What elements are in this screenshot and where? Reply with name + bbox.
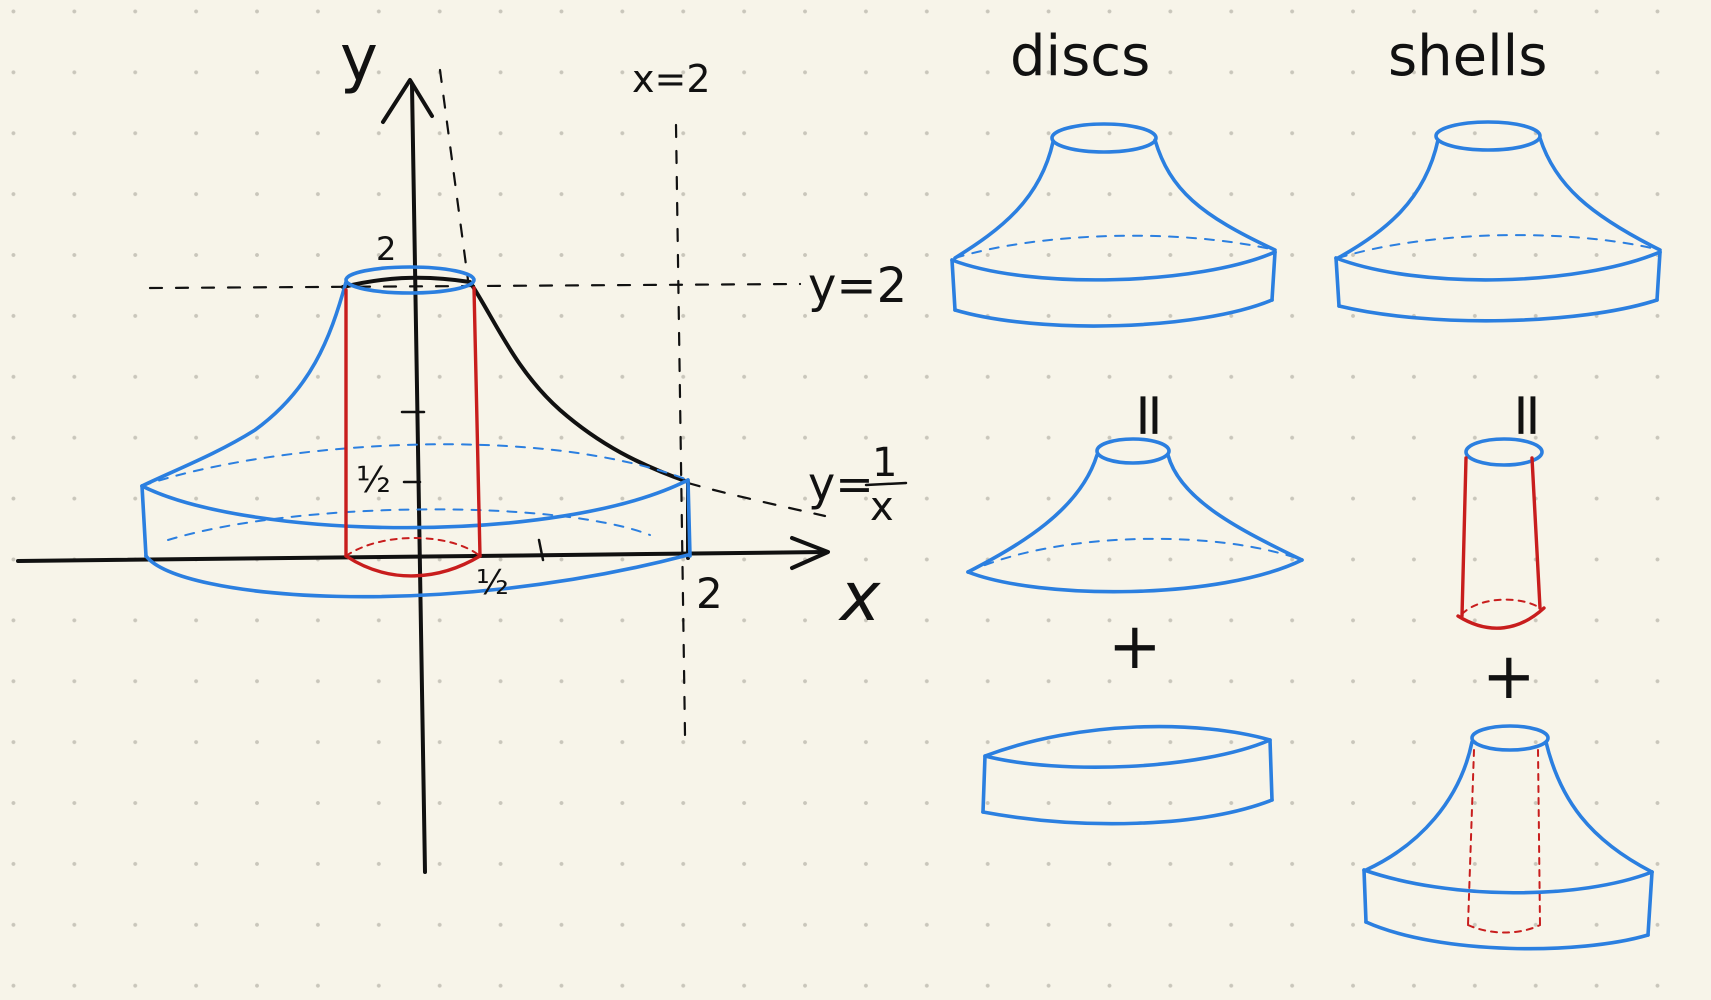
top-cap	[344, 265, 476, 295]
rim-back	[141, 443, 689, 487]
rim-right-side	[686, 478, 692, 558]
solid-of-revolution	[140, 265, 692, 599]
shells-hollow-inner-left	[1467, 749, 1475, 926]
shells-column: shells = +	[1334, 24, 1662, 951]
discs-cone-left-flare	[966, 453, 1099, 574]
discs-full-rim-back	[954, 234, 1276, 259]
left-flare	[140, 280, 348, 488]
y-axis-arrowhead	[381, 78, 434, 124]
shells-hollow-left-flare	[1364, 740, 1474, 872]
shells-hollow-left-side	[1362, 868, 1368, 924]
rim-inner-dashed	[167, 508, 651, 541]
shells-cylinder-right-edge	[1530, 456, 1542, 610]
tick-y2-label: 2	[376, 230, 396, 268]
curve-label-prefix: y=	[808, 457, 874, 511]
line-y2-dashed	[148, 282, 802, 290]
discs-full-left-flare	[953, 140, 1055, 260]
discs-cone-rim-back	[967, 537, 1303, 573]
shells-full-top-cap	[1434, 120, 1542, 152]
discs-cone-top-cap	[1095, 437, 1171, 465]
shells-cylinder-bottom-front	[1456, 606, 1546, 630]
cylinder-bottom-back	[345, 537, 481, 557]
x-axis-label: x	[838, 558, 881, 637]
shells-full-right-flare	[1538, 136, 1662, 252]
curve-one-over-x	[341, 275, 690, 560]
curve-label-denominator: x	[870, 484, 894, 530]
tick-x-1	[537, 538, 545, 562]
discs-full-right-side	[1270, 250, 1277, 302]
discs-flat-bottom	[981, 798, 1274, 826]
y-axis-line	[410, 83, 427, 874]
coordinate-graph: y x x=2 y=2 y= 1 x 2 ½ ½ 2	[16, 22, 908, 874]
discs-full-left-side	[950, 258, 957, 312]
shells-hollow-top-cap	[1470, 724, 1550, 752]
rim-bottom	[144, 553, 690, 599]
discs-full-bottom	[953, 298, 1274, 328]
shells-full-left-flare	[1336, 138, 1440, 260]
tick-y-half-label: ½	[356, 460, 391, 501]
discs-full-solid	[950, 122, 1277, 328]
discs-flat-disc	[981, 724, 1274, 826]
shells-full-rim-top	[1334, 250, 1662, 282]
discs-plus-sign: +	[1108, 610, 1162, 684]
curve-label-fraction-bar	[864, 481, 908, 487]
line-x2-dashed	[674, 123, 687, 737]
shells-hollow-bottom	[1364, 920, 1650, 951]
shells-hollow-right-flare	[1544, 740, 1654, 874]
discs-flat-left-side	[981, 754, 987, 814]
rim-top	[140, 478, 690, 530]
discs-heading: discs	[1010, 24, 1150, 89]
line-y2-label: y=2	[808, 258, 907, 314]
discs-column: discs = +	[950, 24, 1304, 826]
discs-flat-right-side	[1268, 738, 1274, 802]
discs-cone-rim-front	[966, 558, 1304, 594]
discs-equals-sign: =	[1115, 390, 1185, 440]
curve-extension-dotted	[686, 481, 827, 518]
shells-cylinder-bottom-back	[1461, 598, 1541, 615]
tick-x2-label: 2	[696, 569, 723, 618]
shells-equals-sign: =	[1493, 390, 1563, 440]
shells-full-left-side	[1334, 256, 1341, 308]
shells-hollow-rim-top	[1362, 868, 1654, 895]
shells-plus-sign: +	[1482, 640, 1536, 714]
discs-full-right-flare	[1153, 138, 1277, 252]
y-axis-label: y	[340, 22, 378, 96]
discs-full-top-cap	[1050, 122, 1158, 154]
shells-full-solid	[1334, 120, 1662, 323]
shells-full-bottom	[1337, 298, 1659, 323]
discs-cone-right-flare	[1166, 453, 1304, 562]
cylinder-bottom-front	[344, 554, 482, 578]
shells-cylinder-part	[1456, 437, 1546, 630]
red-cylinder	[344, 286, 482, 578]
discs-full-rim-top	[950, 250, 1277, 282]
shells-hollow-inner-right	[1537, 749, 1541, 926]
shells-full-rim-back	[1337, 234, 1661, 259]
line-x2-label: x=2	[632, 57, 711, 101]
x-axis-line	[16, 550, 827, 563]
discs-flat-top	[983, 724, 1272, 770]
shells-hollow-inner-bottom	[1467, 924, 1541, 934]
curve-label-numerator: 1	[872, 440, 897, 486]
shells-cylinder-left-edge	[1460, 456, 1468, 618]
shells-full-right-side	[1655, 250, 1662, 302]
shells-hollow-solid	[1362, 724, 1654, 951]
x-axis-arrowhead	[790, 536, 830, 570]
vertical-guide-dashed	[438, 68, 470, 282]
shells-hollow-right-side	[1646, 870, 1654, 937]
shells-heading: shells	[1388, 24, 1547, 89]
cylinder-right-edge	[472, 286, 482, 558]
tick-x-half-label: ½	[476, 563, 509, 603]
rim-left-side	[140, 484, 148, 558]
discs-cone-part	[966, 437, 1304, 594]
shells-cylinder-top-cap	[1464, 437, 1544, 467]
